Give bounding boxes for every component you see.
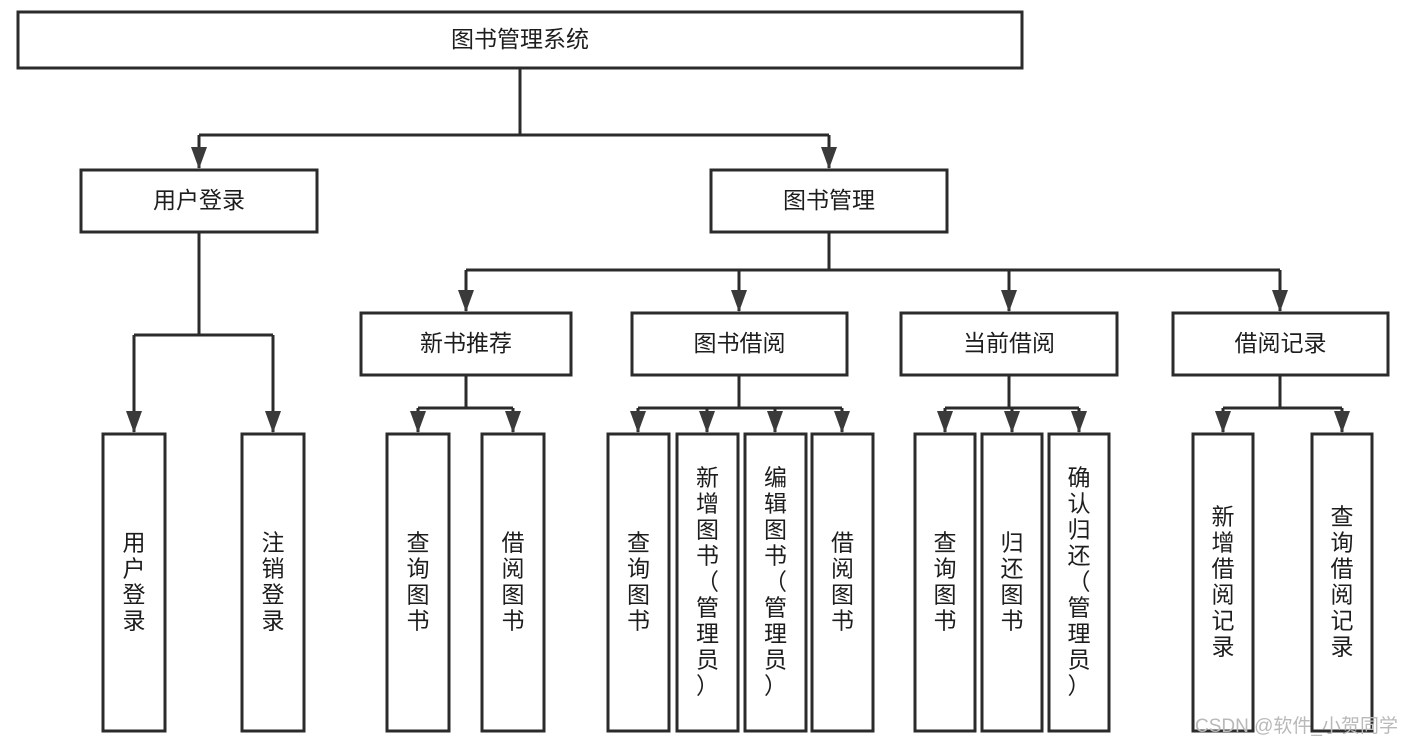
connector-layer <box>126 68 1350 433</box>
node-current-borrow[interactable]: 当前借阅 <box>899 311 1119 377</box>
node-label-leaf-query-book-rec: 查询图书 <box>407 530 430 634</box>
node-leaf-user-login[interactable]: 用户登录 <box>101 432 167 733</box>
node-label-user-login: 用户登录 <box>153 187 245 213</box>
arrow-head-icon-root-0 <box>191 147 207 169</box>
node-box-leaf-query-book-borrow <box>606 432 671 733</box>
node-box-leaf-logout-login <box>240 432 306 733</box>
node-label-leaf-query-borrow-record: 查询借阅记录 <box>1331 504 1354 660</box>
node-leaf-edit-book-admin[interactable]: 编辑图书（管理员） <box>743 432 808 733</box>
node-box-user-login <box>79 168 319 234</box>
node-box-leaf-query-book-cur <box>913 432 977 733</box>
node-new-book-recommend[interactable]: 新书推荐 <box>359 311 573 377</box>
csdn-watermark: CSDN @软件_小贺同学 <box>1195 715 1398 737</box>
node-label-leaf-user-login: 用户登录 <box>123 530 146 634</box>
node-label-new-book-recommend: 新书推荐 <box>420 330 512 356</box>
node-label-leaf-query-book-cur: 查询图书 <box>934 530 957 634</box>
node-box-new-book-recommend <box>359 311 573 377</box>
arrow-head-icon-bookborrow-1 <box>699 411 715 433</box>
node-label-leaf-edit-book-admin: 编辑图书（管理员） <box>764 465 787 699</box>
arrow-head-icon-userlogin-0 <box>126 411 142 433</box>
node-leaf-query-borrow-record[interactable]: 查询借阅记录 <box>1310 432 1374 733</box>
arrow-head-icon-userlogin-1 <box>265 411 281 433</box>
arrow-head-icon-newbook-1 <box>505 411 521 433</box>
arrow-head-icon-bookmanage-3 <box>1272 290 1288 312</box>
node-leaf-add-book-admin[interactable]: 新增图书（管理员） <box>675 432 740 733</box>
arrow-head-icon-newbook-0 <box>410 411 426 433</box>
arrow-head-icon-borrowrecord-1 <box>1334 411 1350 433</box>
node-label-leaf-return-book: 归还图书 <box>1001 530 1024 634</box>
node-box-leaf-confirm-return-admin <box>1047 432 1111 733</box>
node-leaf-borrow-book[interactable]: 借阅图书 <box>810 432 875 733</box>
node-box-leaf-add-borrow-record <box>1191 432 1255 733</box>
arrow-head-icon-bookmanage-1 <box>731 290 747 312</box>
node-label-leaf-add-borrow-record: 新增借阅记录 <box>1212 504 1235 660</box>
node-leaf-query-book-cur[interactable]: 查询图书 <box>913 432 977 733</box>
node-box-book-manage <box>709 168 949 234</box>
node-label-borrow-record: 借阅记录 <box>1235 330 1327 356</box>
node-label-leaf-borrow-book-rec: 借阅图书 <box>502 530 525 634</box>
node-user-login[interactable]: 用户登录 <box>79 168 319 234</box>
node-label-leaf-logout-login: 注销登录 <box>262 530 285 634</box>
node-book-manage[interactable]: 图书管理 <box>709 168 949 234</box>
node-label-book-manage: 图书管理 <box>783 187 875 213</box>
node-borrow-record[interactable]: 借阅记录 <box>1171 311 1390 377</box>
node-box-leaf-return-book <box>980 432 1044 733</box>
node-label-leaf-confirm-return-admin: 确认归还（管理员） <box>1068 465 1091 699</box>
node-leaf-query-book-rec[interactable]: 查询图书 <box>385 432 451 733</box>
node-layer: 图书管理系统用户登录图书管理新书推荐图书借阅当前借阅借阅记录用户登录注销登录查询… <box>16 10 1390 733</box>
arrow-head-icon-bookborrow-0 <box>630 411 646 433</box>
arrow-head-icon-root-1 <box>821 147 837 169</box>
node-label-leaf-borrow-book: 借阅图书 <box>831 530 854 634</box>
arrow-head-icon-bookborrow-3 <box>834 411 850 433</box>
arrow-head-icon-borrowrecord-0 <box>1215 411 1231 433</box>
node-leaf-return-book[interactable]: 归还图书 <box>980 432 1044 733</box>
node-root[interactable]: 图书管理系统 <box>16 10 1024 70</box>
node-label-leaf-query-book-borrow: 查询图书 <box>627 530 650 634</box>
node-label-book-borrow: 图书借阅 <box>694 330 786 356</box>
arrow-head-icon-curborrow-2 <box>1071 411 1087 433</box>
node-box-leaf-borrow-book <box>810 432 875 733</box>
node-box-leaf-query-borrow-record <box>1310 432 1374 733</box>
node-box-leaf-borrow-book-rec <box>480 432 546 733</box>
node-box-borrow-record <box>1171 311 1390 377</box>
node-box-leaf-edit-book-admin <box>743 432 808 733</box>
node-label-root: 图书管理系统 <box>451 26 589 52</box>
node-box-leaf-add-book-admin <box>675 432 740 733</box>
node-box-root <box>16 10 1024 70</box>
node-book-borrow[interactable]: 图书借阅 <box>630 311 849 377</box>
node-leaf-logout-login[interactable]: 注销登录 <box>240 432 306 733</box>
node-leaf-add-borrow-record[interactable]: 新增借阅记录 <box>1191 432 1255 733</box>
node-label-leaf-add-book-admin: 新增图书（管理员） <box>696 465 719 699</box>
arrow-head-icon-bookborrow-2 <box>767 411 783 433</box>
arrow-head-icon-bookmanage-2 <box>1001 290 1017 312</box>
arrow-head-icon-curborrow-1 <box>1004 411 1020 433</box>
arrow-head-icon-curborrow-0 <box>937 411 953 433</box>
arrow-head-icon-bookmanage-0 <box>458 290 474 312</box>
node-leaf-query-book-borrow[interactable]: 查询图书 <box>606 432 671 733</box>
node-box-current-borrow <box>899 311 1119 377</box>
node-box-leaf-query-book-rec <box>385 432 451 733</box>
node-box-book-borrow <box>630 311 849 377</box>
node-box-leaf-user-login <box>101 432 167 733</box>
node-label-current-borrow: 当前借阅 <box>963 330 1055 356</box>
node-leaf-borrow-book-rec[interactable]: 借阅图书 <box>480 432 546 733</box>
node-leaf-confirm-return-admin[interactable]: 确认归还（管理员） <box>1047 432 1111 733</box>
